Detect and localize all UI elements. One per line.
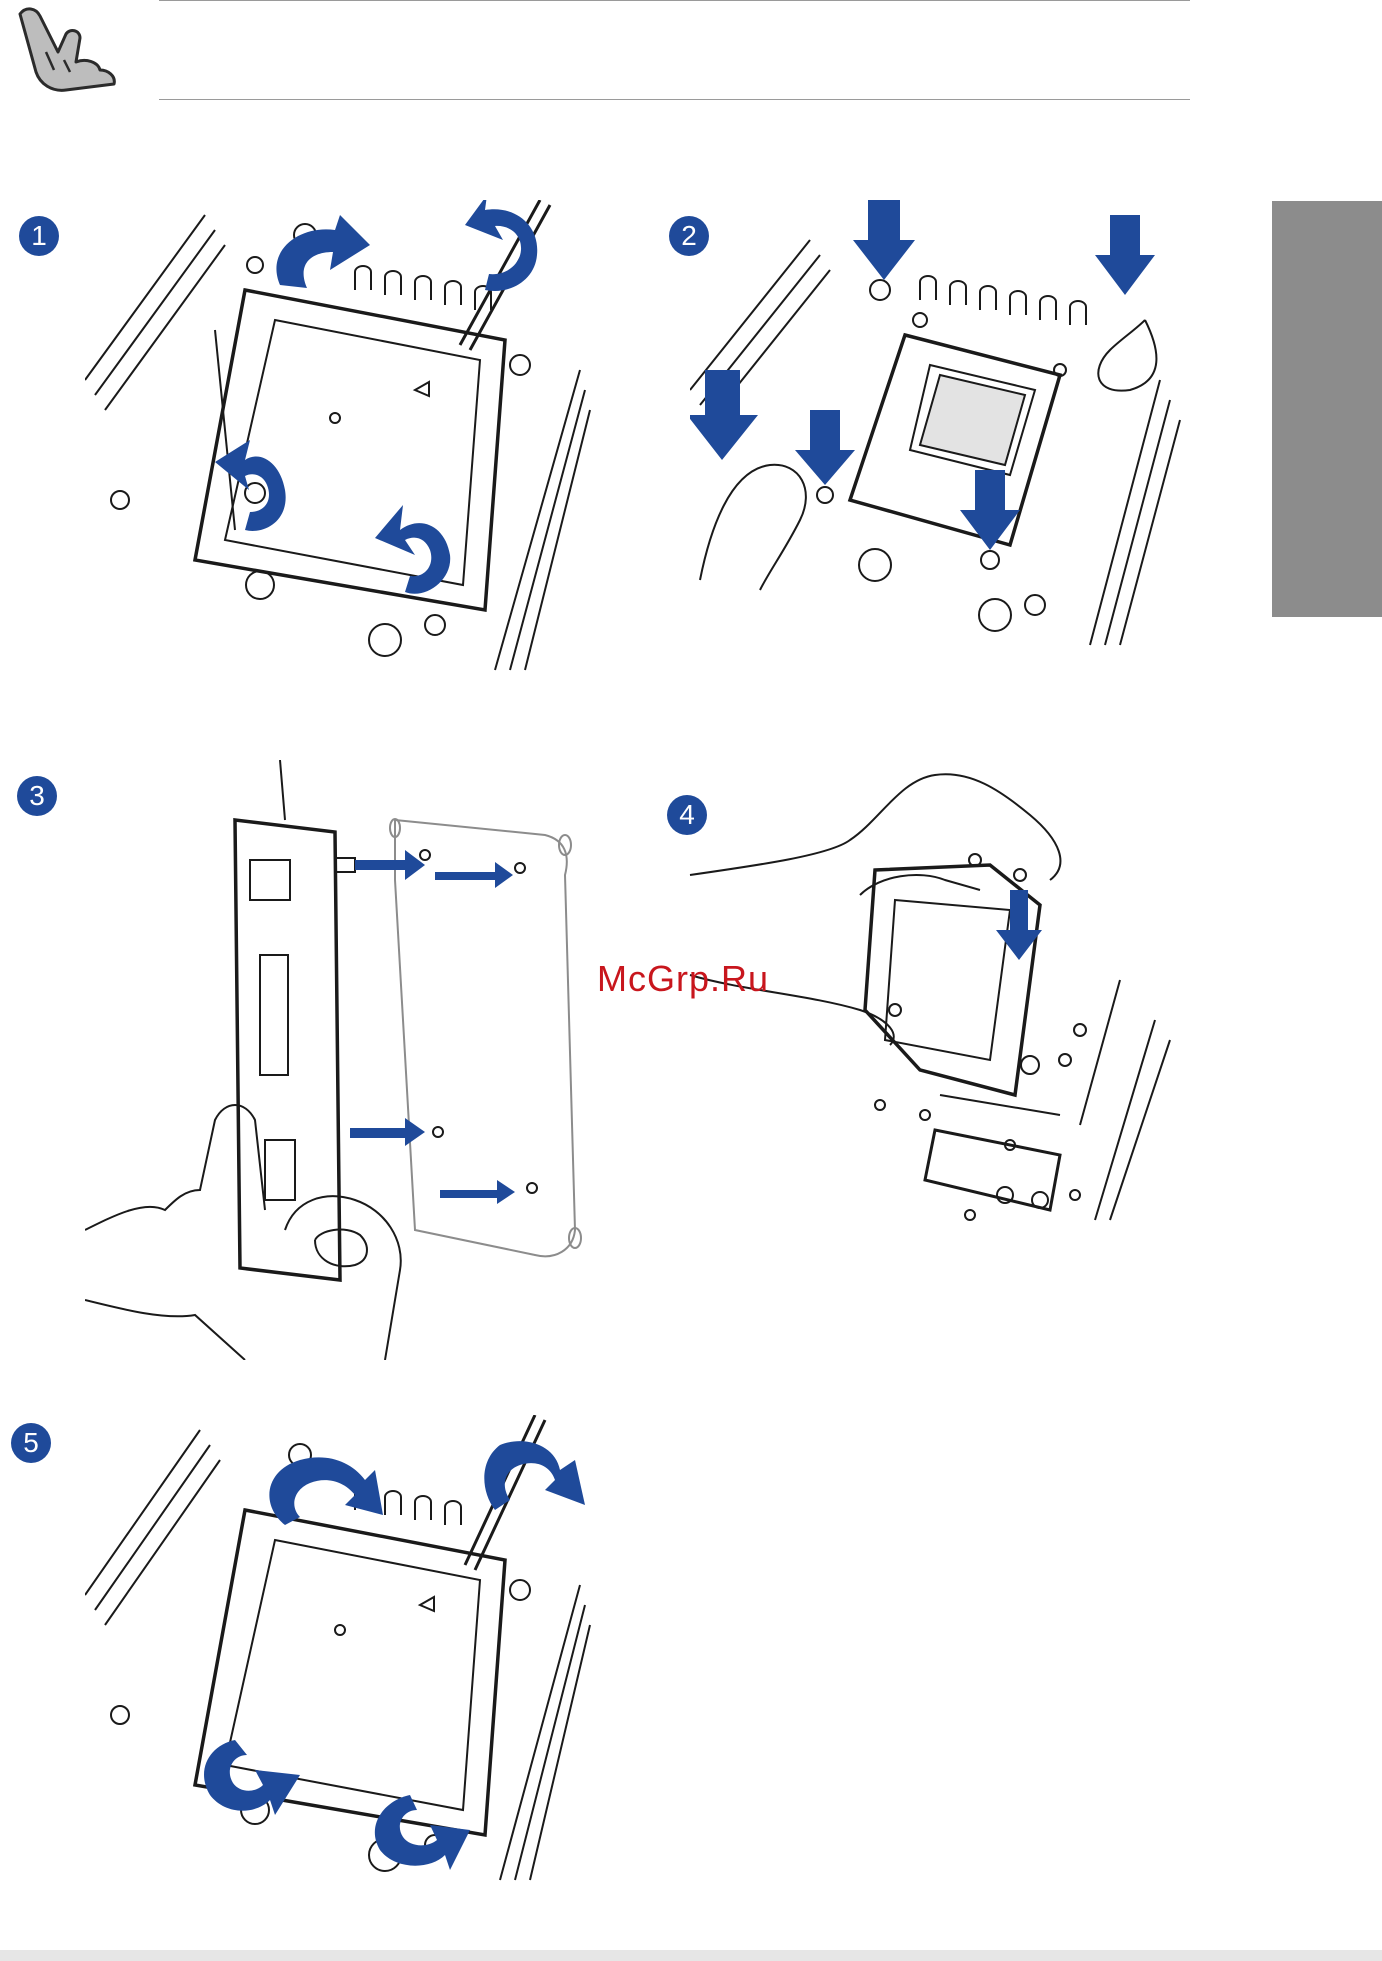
step-5-illustration (85, 1415, 595, 1885)
header-top-rule (159, 0, 1190, 1)
page-footer-bar (0, 1950, 1382, 1961)
step-2-illustration (690, 200, 1200, 650)
step-4-illustration (680, 770, 1200, 1230)
step-1-illustration (85, 200, 595, 675)
watermark-text: McGrp.Ru (597, 958, 769, 1000)
step-3-badge: 3 (17, 776, 57, 816)
step-3-illustration (85, 760, 595, 1360)
header-bottom-rule (159, 99, 1190, 100)
pointing-hand-icon (6, 0, 124, 92)
step-5-badge: 5 (11, 1423, 51, 1463)
chapter-side-tab (1272, 201, 1382, 617)
step-1-badge: 1 (19, 216, 59, 256)
